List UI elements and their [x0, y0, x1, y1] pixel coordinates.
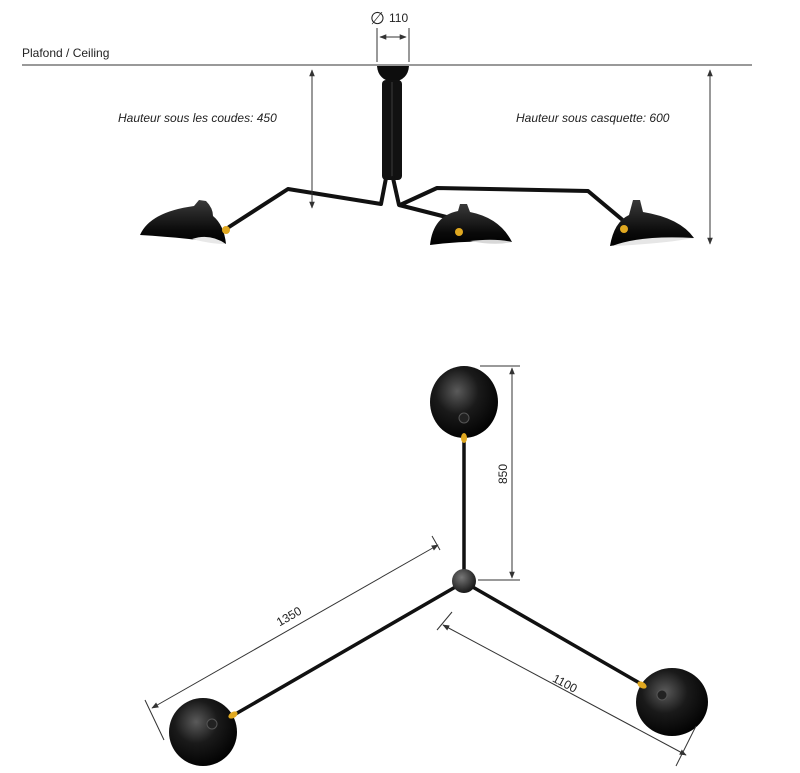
top-shade-left: [169, 698, 238, 766]
top-view: 850 1350 1100: [144, 365, 708, 767]
middle-shade: [430, 204, 512, 245]
top-shade-right: [636, 668, 708, 736]
cap-height-dimension: Hauteur sous casquette: 600: [516, 69, 713, 245]
diameter-symbol: ∅: [370, 9, 385, 28]
elbow-height-label: Hauteur sous les coudes: 450: [118, 111, 277, 125]
top-arm-left: [230, 580, 466, 718]
diameter-value: 110: [389, 11, 408, 25]
right-shade-knob: [620, 225, 628, 233]
side-view: Plafond / Ceiling ∅ 110: [22, 9, 752, 246]
top-hub: [452, 569, 476, 593]
dimension-1100-label: 1100: [550, 671, 580, 696]
middle-shade-knob: [455, 228, 463, 236]
diameter-dimension: ∅ 110: [370, 9, 410, 62]
ceiling-canopy: [377, 66, 409, 82]
dimension-850-label: 850: [496, 464, 510, 484]
dimension-850: 850: [478, 365, 520, 581]
right-shade: [610, 200, 694, 246]
right-arm: [398, 186, 627, 224]
top-arm-right: [462, 580, 645, 687]
dimension-1350-label: 1350: [274, 604, 304, 630]
elbow-height-dimension: Hauteur sous les coudes: 450: [118, 69, 315, 209]
left-shade: [140, 200, 230, 244]
ceiling-label: Plafond / Ceiling: [22, 46, 109, 60]
left-arm: [227, 176, 388, 229]
left-shade-knob: [222, 226, 230, 234]
top-shade-up: [430, 366, 498, 443]
cap-height-label: Hauteur sous casquette: 600: [516, 111, 670, 125]
